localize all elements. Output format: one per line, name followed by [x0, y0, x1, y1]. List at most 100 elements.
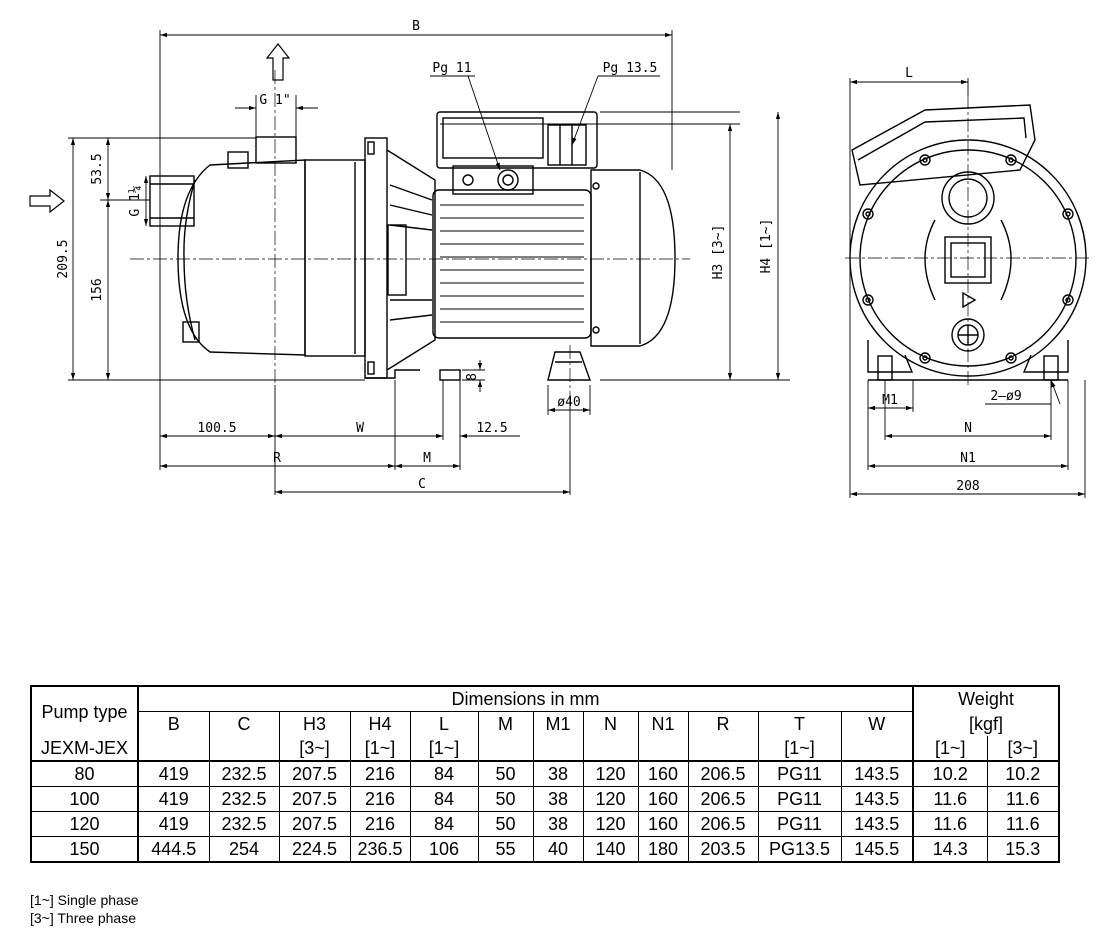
label-53-5: 53.5: [90, 153, 105, 184]
cell-r: 206.5: [687, 811, 758, 837]
side-view: [29, 43, 690, 395]
pump-type-cell: 150: [30, 836, 139, 863]
cell-m1: 38: [532, 811, 583, 837]
column-header-r: R: [687, 711, 758, 736]
inlet-arrow-icon: [29, 188, 65, 214]
label-208: 208: [956, 479, 979, 494]
label-l: L: [905, 66, 913, 81]
flange-bolts: [862, 154, 1074, 364]
weight-cell-1: 11.6: [986, 786, 1060, 812]
pump-housing: [149, 136, 366, 357]
cell-m1: 38: [532, 786, 583, 812]
label-h4: H4 [1~]: [759, 219, 774, 274]
label-pg11: Pg 11: [432, 61, 471, 76]
cell-l: 84: [409, 761, 478, 787]
cell-n: 120: [582, 761, 638, 787]
label-156: 156: [90, 278, 105, 301]
weight-cell-1: 15.3: [986, 836, 1060, 863]
cell-w: 145.5: [840, 836, 913, 863]
flange: [364, 137, 436, 379]
pump-type-header: Pump type: [30, 685, 139, 736]
column-header-m1: M1: [532, 711, 583, 736]
label-8: 8: [465, 373, 480, 381]
cell-r: 206.5: [687, 761, 758, 787]
cell-m: 50: [477, 786, 533, 812]
label-209-5: 209.5: [56, 239, 71, 278]
dimension-labels: B G 1" Pg 11 Pg 13.5 53.5 209.5 156 G 1¼…: [56, 19, 1022, 494]
cell-h3: 207.5: [278, 761, 350, 787]
front-view: [845, 95, 1090, 385]
cell-w: 143.5: [840, 786, 913, 812]
label-n1: N1: [960, 451, 976, 466]
column-header-h3: H3: [278, 711, 350, 736]
label-c: C: [418, 477, 426, 492]
column-sub-m: [477, 736, 533, 762]
column-sub-w: [840, 736, 913, 762]
weight-cell-1: 10.2: [986, 761, 1060, 787]
header-row-3: JEXM-JEX[3~][1~][1~][1~][1~][3~]: [30, 736, 1060, 762]
label-hole: 2–ø9: [990, 389, 1021, 404]
weight-cell-0: 14.3: [912, 836, 987, 863]
cell-t: PG11: [757, 811, 841, 837]
cell-m: 55: [477, 836, 533, 863]
column-header-b: B: [167, 714, 180, 734]
cell-h4: 216: [349, 811, 410, 837]
cell-n: 120: [582, 786, 638, 812]
note-single-phase: [1~] Single phase: [30, 892, 139, 908]
cell-t: PG11: [757, 786, 841, 812]
outlet-arrow-icon: [265, 43, 291, 81]
weight-sub-1: [3~]: [986, 736, 1060, 762]
cell-m1: 38: [532, 761, 583, 787]
column-header-c: C: [208, 711, 279, 736]
column-header-h4: H4: [349, 711, 410, 736]
terminal-box: [851, 104, 1036, 186]
cell-b: 419: [138, 786, 209, 812]
column-header-n: N: [582, 711, 638, 736]
cell-h4: 216: [349, 761, 410, 787]
column-sub-n1: [637, 736, 688, 762]
cell-n1: 180: [637, 836, 688, 863]
cell-b: 419: [138, 761, 209, 787]
series-header: JEXM-JEX: [30, 736, 139, 762]
dimensions-header: Dimensions in mm: [138, 685, 913, 712]
column-sub-h4: [1~]: [349, 736, 410, 762]
motor: [432, 111, 676, 347]
label-n: N: [964, 421, 972, 436]
side-dimensions: [68, 30, 790, 495]
cell-t: PG13.5: [757, 836, 841, 863]
notes: [1~] Single phase [3~] Three phase: [30, 891, 139, 927]
centerlines: [130, 70, 690, 395]
label-b: B: [412, 19, 420, 34]
cell-h3: 207.5: [278, 811, 350, 837]
cell-r: 206.5: [687, 786, 758, 812]
cell-r: 203.5: [687, 836, 758, 863]
cooling-fins: [440, 204, 584, 323]
label-h3: H3 [3~]: [711, 225, 726, 280]
left-foot: [867, 340, 914, 373]
weight-header: Weight: [912, 685, 1060, 712]
column-sub-n: [582, 736, 638, 762]
column-sub-l: [1~]: [409, 736, 478, 762]
column-sub-m1: [532, 736, 583, 762]
cell-b: 419: [138, 811, 209, 837]
label-pg135: Pg 13.5: [603, 61, 658, 76]
column-sub-r: [687, 736, 758, 762]
label-g1: G 1": [259, 93, 290, 108]
cell-m: 50: [477, 811, 533, 837]
column-sub-b: [138, 736, 209, 762]
cell-t: PG11: [757, 761, 841, 787]
weight-cell-0: 11.6: [912, 786, 987, 812]
column-sub-t: [1~]: [757, 736, 841, 762]
cell-h4: 236.5: [349, 836, 410, 863]
label-g114: G 1¼: [128, 185, 143, 216]
label-r: R: [273, 451, 281, 466]
cell-n: 120: [582, 811, 638, 837]
column-sub-h3: [3~]: [278, 736, 350, 762]
cell-c: 232.5: [208, 811, 279, 837]
note-three-phase: [3~] Three phase: [30, 910, 136, 926]
pump-type-cell: 80: [30, 761, 139, 787]
feet: [365, 351, 591, 381]
